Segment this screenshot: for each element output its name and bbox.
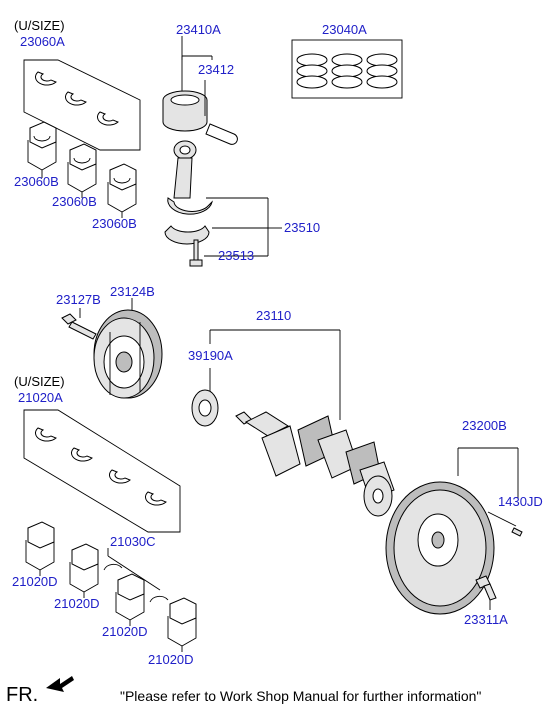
timing-sprocket-illustration — [191, 368, 219, 427]
part-21020D-1[interactable]: 21020D — [12, 574, 58, 589]
piston-illustration — [162, 36, 213, 132]
main-bearing-b3-illustration — [107, 163, 137, 218]
piston-rings-illustration — [291, 39, 403, 99]
crankshaft-pulley-illustration — [93, 298, 163, 399]
rod-bearing-d4-illustration — [167, 597, 197, 652]
undersize-label-top: (U/SIZE) — [14, 18, 65, 33]
part-21020D-4[interactable]: 21020D — [148, 652, 194, 667]
part-1430JD[interactable]: 1430JD — [498, 494, 543, 509]
part-23200B[interactable]: 23200B — [462, 418, 507, 433]
part-23060B-1[interactable]: 23060B — [14, 174, 59, 189]
undersize-label-bottom: (U/SIZE) — [14, 374, 65, 389]
front-label: FR. — [6, 684, 39, 706]
flywheel-bolt-illustration — [475, 575, 497, 610]
part-23513[interactable]: 23513 — [218, 248, 255, 263]
part-39190A[interactable]: 39190A — [188, 348, 233, 363]
part-23311A[interactable]: 23311A — [464, 612, 508, 627]
part-23410A[interactable]: 23410A — [176, 22, 221, 37]
rod-bearing-set-illustration — [23, 409, 181, 533]
crankshaft-callout — [209, 329, 341, 420]
part-23060A[interactable]: 23060A — [20, 34, 65, 49]
part-23060B-2[interactable]: 23060B — [52, 194, 97, 209]
part-23127B[interactable]: 23127B — [56, 292, 101, 307]
part-23040A[interactable]: 23040A — [322, 22, 367, 37]
flywheel-dowel-illustration — [487, 511, 523, 537]
part-21030C[interactable]: 21030C — [110, 534, 156, 549]
part-21020D-3[interactable]: 21020D — [102, 624, 148, 639]
part-23412[interactable]: 23412 — [198, 62, 235, 77]
part-23060B-3[interactable]: 23060B — [92, 216, 137, 231]
crankshaft-illustration — [235, 411, 395, 517]
part-21020D-2[interactable]: 21020D — [54, 596, 100, 611]
rod-bearing-d1-illustration — [25, 521, 55, 576]
workshop-manual-note: "Please refer to Work Shop Manual for fu… — [120, 688, 482, 704]
pulley-bolt-illustration — [61, 308, 97, 340]
main-bearing-b2-illustration — [67, 143, 97, 198]
part-23110[interactable]: 23110 — [256, 308, 292, 323]
main-bearing-set-illustration — [23, 59, 141, 151]
thrust-washer-illustration — [103, 548, 169, 626]
connecting-rod-bolt-illustration — [189, 239, 203, 267]
front-direction-arrow-icon — [46, 676, 74, 692]
part-23510[interactable]: 23510 — [284, 220, 321, 235]
main-bearing-b1-illustration — [27, 121, 57, 178]
rod-bearing-d2-illustration — [69, 543, 99, 598]
flywheel-illustration — [385, 481, 495, 615]
part-23124B[interactable]: 23124B — [110, 284, 155, 299]
flywheel-callout — [457, 447, 519, 498]
piston-pin-illustration — [205, 123, 238, 145]
part-21020A[interactable]: 21020A — [18, 390, 63, 405]
connecting-rod-illustration — [164, 140, 282, 257]
